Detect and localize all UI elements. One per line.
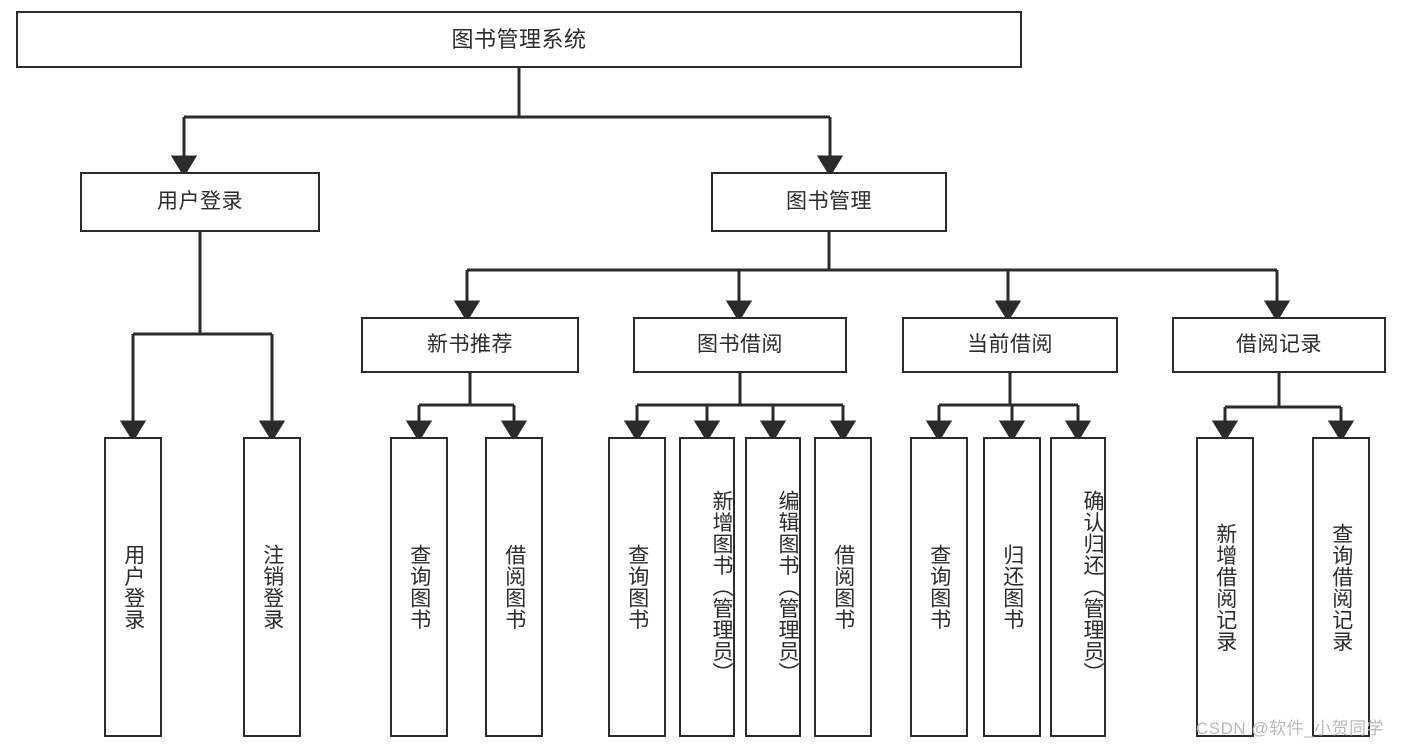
node-user-login[interactable]: 用户登录 (80, 172, 320, 232)
leaf-borrow-book[interactable]: 借阅图书 (814, 437, 872, 737)
leaf-add-book-admin[interactable]: 新增图书（管理员） (679, 437, 735, 737)
leaf-add-borrow-record[interactable]: 新增借阅记录 (1196, 437, 1254, 737)
watermark-text: CSDN @软件_小贺同学 (1196, 719, 1385, 738)
leaf-query-book-borrow[interactable]: 查询图书 (608, 437, 666, 737)
leaf-logout-login[interactable]: 注销登录 (243, 437, 301, 737)
leaf-query-book-recommend[interactable]: 查询图书 (390, 437, 448, 737)
leaf-confirm-return-admin[interactable]: 确认归还（管理员） (1050, 437, 1106, 737)
leaf-user-login[interactable]: 用户登录 (104, 437, 162, 737)
leaf-query-borrow-record[interactable]: 查询借阅记录 (1312, 437, 1370, 737)
node-current-borrow[interactable]: 当前借阅 (902, 317, 1118, 373)
leaf-query-book-current[interactable]: 查询图书 (910, 437, 968, 737)
node-book-manage[interactable]: 图书管理 (711, 172, 947, 232)
node-borrow-record[interactable]: 借阅记录 (1172, 317, 1386, 373)
leaf-borrow-book-recommend[interactable]: 借阅图书 (485, 437, 543, 737)
node-new-book-rec[interactable]: 新书推荐 (361, 317, 579, 373)
node-root[interactable]: 图书管理系统 (16, 11, 1022, 68)
leaf-edit-book-admin[interactable]: 编辑图书（管理员） (745, 437, 801, 737)
node-book-borrow[interactable]: 图书借阅 (633, 317, 847, 373)
leaf-return-book[interactable]: 归还图书 (983, 437, 1041, 737)
